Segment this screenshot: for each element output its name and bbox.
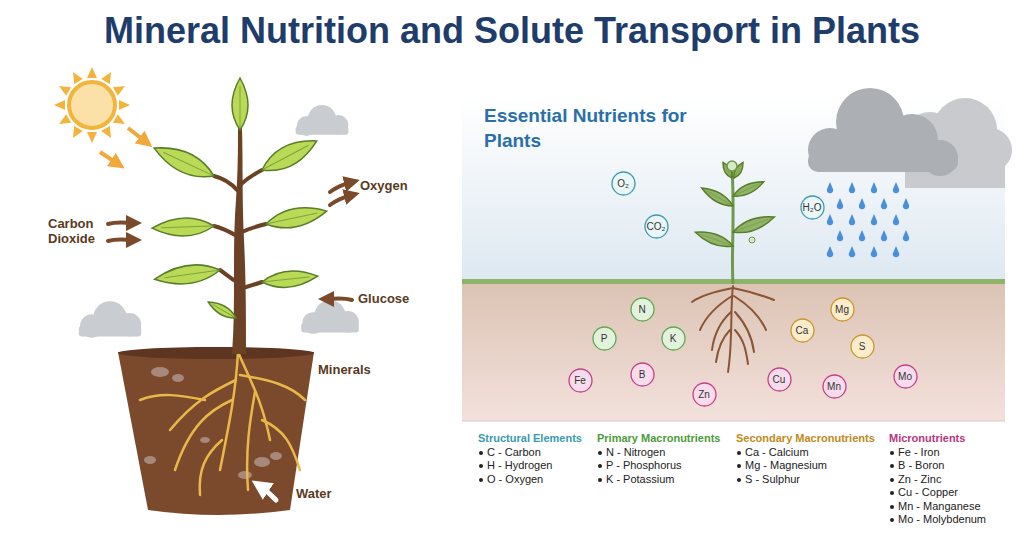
panel-heading: Essential Nutrients for Plants bbox=[484, 103, 694, 153]
element-symbol: Ca bbox=[790, 325, 815, 336]
element-circle: O₂ bbox=[611, 171, 636, 196]
rain-drops bbox=[827, 182, 909, 257]
flow-label: Oxygen bbox=[360, 178, 408, 193]
nutrient-scene bbox=[462, 98, 1005, 421]
bullet bbox=[890, 491, 894, 495]
element-circle: B bbox=[630, 362, 655, 387]
group-heading: Primary Macronutrients bbox=[597, 432, 720, 444]
element-circle: S bbox=[850, 334, 875, 359]
bullet bbox=[479, 451, 483, 455]
nutrient-item: Cu - Copper bbox=[889, 486, 958, 498]
nutrient-item: N - Nitrogen bbox=[597, 446, 665, 458]
element-circle: CO₂ bbox=[644, 214, 669, 239]
element-circle: Zn bbox=[692, 382, 717, 407]
nutrient-item: O - Oxygen bbox=[478, 473, 543, 485]
element-symbol: Mo bbox=[893, 371, 918, 382]
element-circle: Mo bbox=[893, 364, 918, 389]
group-heading: Secondary Macronutrients bbox=[736, 432, 875, 444]
element-symbol: N bbox=[630, 304, 655, 315]
element-symbol: Fe bbox=[568, 375, 593, 386]
nutrient-item: Mn - Manganese bbox=[889, 500, 981, 512]
rain-cloud bbox=[808, 88, 1012, 188]
element-symbol: Mn bbox=[822, 381, 847, 392]
sun bbox=[54, 67, 146, 164]
group-heading: Micronutrients bbox=[889, 432, 965, 444]
bullet bbox=[598, 464, 602, 468]
flow-arrows bbox=[108, 182, 356, 500]
nutrient-item: Mg - Magnesium bbox=[736, 459, 827, 471]
title: Mineral Nutrition and Solute Transport i… bbox=[104, 10, 920, 52]
nutrient-item: P - Phosphorus bbox=[597, 459, 682, 471]
nutrient-item: Ca - Calcium bbox=[736, 446, 809, 458]
bullet bbox=[890, 505, 894, 509]
element-circle: Cu bbox=[767, 367, 792, 392]
nutrient-item: C - Carbon bbox=[478, 446, 541, 458]
nutrient-item: H - Hydrogen bbox=[478, 459, 552, 471]
flow-label: Glucose bbox=[358, 291, 409, 306]
element-symbol: B bbox=[630, 369, 655, 380]
element-circle: Fe bbox=[568, 368, 593, 393]
element-symbol: Zn bbox=[692, 389, 717, 400]
plant-pot bbox=[118, 347, 314, 515]
bullet bbox=[479, 464, 483, 468]
element-circle: N bbox=[630, 297, 655, 322]
nutrient-item: K - Potassium bbox=[597, 473, 674, 485]
element-circle: Mg bbox=[830, 297, 855, 322]
bullet bbox=[890, 518, 894, 522]
bullet bbox=[890, 464, 894, 468]
cloud bbox=[79, 105, 359, 338]
element-symbol: K bbox=[661, 333, 686, 344]
nutrient-item: Mo - Molybdenum bbox=[889, 513, 986, 525]
element-circle: K bbox=[661, 326, 686, 351]
bullet bbox=[598, 451, 602, 455]
element-symbol: H₂O bbox=[800, 202, 825, 213]
seedling bbox=[692, 161, 776, 372]
bullet bbox=[737, 478, 741, 482]
bullet bbox=[737, 451, 741, 455]
plant bbox=[140, 78, 329, 495]
bullet bbox=[598, 478, 602, 482]
flow-label: Minerals bbox=[318, 362, 371, 377]
bullet bbox=[479, 478, 483, 482]
nutrient-item: Fe - Iron bbox=[889, 446, 940, 458]
element-symbol: P bbox=[592, 333, 617, 344]
flow-label: Water bbox=[296, 486, 332, 501]
element-circle: Mn bbox=[822, 374, 847, 399]
element-symbol: S bbox=[850, 341, 875, 352]
bullet bbox=[890, 478, 894, 482]
element-symbol: CO₂ bbox=[644, 221, 669, 232]
element-symbol: Cu bbox=[767, 374, 792, 385]
element-symbol: Mg bbox=[830, 304, 855, 315]
nutrient-item: S - Sulphur bbox=[736, 473, 800, 485]
element-circle: P bbox=[592, 326, 617, 351]
bullet bbox=[890, 451, 894, 455]
nutrient-item: B - Boron bbox=[889, 459, 944, 471]
group-heading: Structural Elements bbox=[478, 432, 582, 444]
flow-label: Carbon Dioxide bbox=[48, 216, 120, 246]
element-symbol: O₂ bbox=[611, 178, 636, 189]
nutrient-item: Zn - Zinc bbox=[889, 473, 941, 485]
element-circle: H₂O bbox=[800, 195, 825, 220]
bullet bbox=[737, 464, 741, 468]
element-circle: Ca bbox=[790, 318, 815, 343]
